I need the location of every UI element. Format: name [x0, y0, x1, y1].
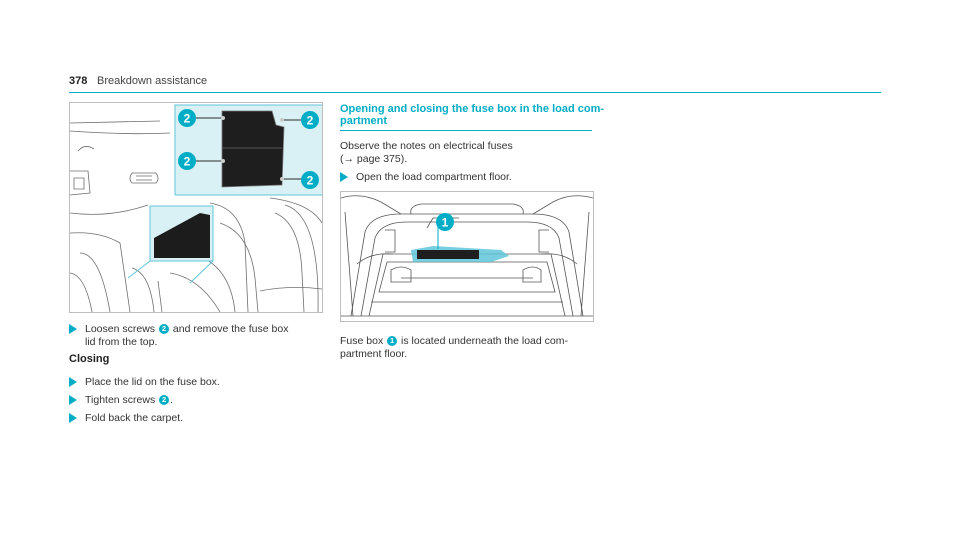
step-arrow-icon: [69, 413, 77, 423]
fuse-box-caption: Fuse box 1 is located underneath the loa…: [340, 335, 568, 361]
caption-text: Fuse box: [340, 335, 384, 347]
step-text: Fold back the carpet.: [85, 412, 184, 424]
step-place-lid: Place the lid on the fuse box.: [69, 376, 329, 390]
callout-2-badge: 2: [158, 324, 169, 334]
closing-heading: Closing: [69, 353, 110, 365]
callout-2-bottom-right: 2: [301, 171, 319, 189]
step-text-line2: lid from the top.: [85, 336, 158, 348]
electrical-fuses-note: Observe the notes on electrical fuses (→…: [340, 140, 513, 166]
step-fold-back-carpet: Fold back the carpet.: [69, 412, 329, 426]
page-header: 378 Breakdown assistance: [69, 74, 881, 93]
step-text: .: [170, 394, 174, 406]
step-text: and remove the fuse box: [172, 323, 289, 335]
step-text: Loosen screws: [85, 323, 156, 335]
callout-2-bottom-left: 2: [178, 152, 196, 170]
caption-line2: partment floor.: [340, 348, 408, 360]
svg-text:2: 2: [184, 112, 191, 126]
interior-fuse-box-illustration: 2 2 2 2: [69, 102, 323, 313]
callout-2-top-right: 2: [301, 111, 319, 129]
step-arrow-icon: [69, 377, 77, 387]
caption-text: is located underneath the load com-: [401, 335, 568, 347]
step-arrow-icon: [340, 172, 348, 182]
svg-text:2: 2: [184, 155, 191, 169]
callout-1-fuse-box: 1: [436, 213, 454, 231]
step-loosen-screws: Loosen screws 2 and remove the fuse box …: [69, 323, 329, 351]
step-text: Tighten screws: [85, 394, 156, 406]
step-arrow-icon: [69, 395, 77, 405]
svg-text:1: 1: [442, 216, 449, 230]
section-title-line2: partment: [340, 115, 388, 127]
load-compartment-illustration: 1: [340, 191, 594, 322]
page-reference-link[interactable]: (→ page 375).: [340, 153, 408, 165]
note-line1: Observe the notes on electrical fuses: [340, 140, 513, 152]
section-title: Opening and closing the fuse box in the …: [340, 103, 605, 131]
svg-text:2: 2: [307, 174, 314, 188]
step-arrow-icon: [69, 324, 77, 334]
svg-text:2: 2: [307, 114, 314, 128]
callout-1-badge: 1: [387, 336, 398, 346]
step-open-floor: Open the load compartment floor.: [340, 171, 600, 185]
callout-2-top-left: 2: [178, 109, 196, 127]
section-title-line1: Opening and closing the fuse box in the …: [340, 103, 605, 115]
step-text: Place the lid on the fuse box.: [85, 376, 220, 388]
step-text: Open the load compartment floor.: [356, 171, 512, 183]
callout-2-badge: 2: [159, 395, 170, 405]
page-number: 378: [69, 75, 88, 87]
step-tighten-screws: Tighten screws 2.: [69, 394, 329, 408]
section-name: Breakdown assistance: [97, 75, 208, 87]
